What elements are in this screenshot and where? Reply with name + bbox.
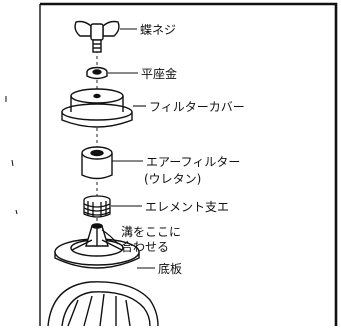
- label-air-filter-sub: (ウレタン): [144, 172, 201, 186]
- label-flat-washer: 平座金: [141, 66, 177, 81]
- air-filter-part: [81, 146, 113, 180]
- frame: [5, 2, 338, 326]
- label-air-filter: エアーフィルター: [146, 155, 240, 169]
- label-groove-note-1: 溝をここに: [121, 225, 181, 239]
- wing-nut-part: [74, 20, 120, 53]
- label-groove-note-2: 合わせる: [121, 239, 169, 254]
- label-filter-cover: フィルターカバー: [149, 100, 245, 114]
- leader-lines: [101, 28, 155, 269]
- element-support-part: [83, 195, 111, 218]
- base-plate-part: [54, 223, 140, 269]
- label-element-support: エレメント支エ: [145, 200, 229, 214]
- label-base-plate: 底板: [158, 261, 182, 276]
- filter-cover-part: [61, 88, 133, 128]
- flat-washer-part: [86, 66, 108, 80]
- engine-body-part: [47, 281, 159, 327]
- label-wing-nut: 蝶ネジ: [140, 22, 176, 37]
